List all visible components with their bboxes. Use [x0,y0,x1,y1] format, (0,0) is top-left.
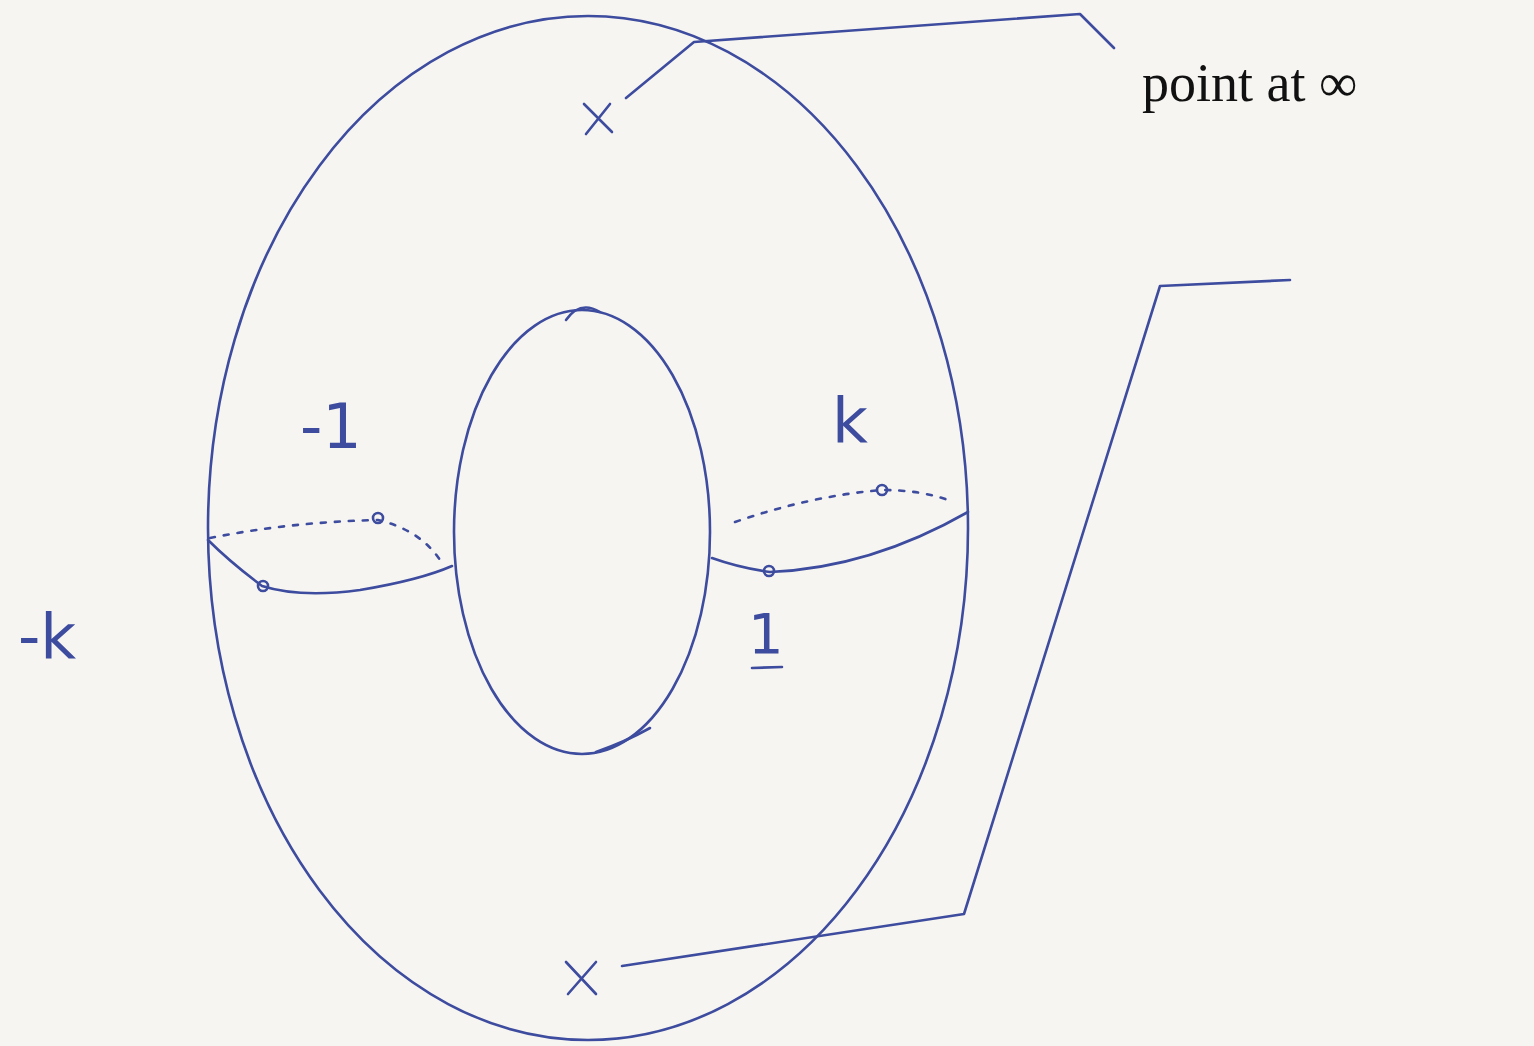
hole-arrow [596,728,650,752]
callout-label: point at ∞ [1142,56,1357,110]
point-dot [877,485,887,495]
torus-hole [454,310,710,754]
meridian-back [735,490,948,522]
torus-outer [208,16,968,1040]
point-dot [258,581,268,591]
label-underline [752,667,782,668]
point-label: k [832,390,868,452]
point-dot [373,513,383,523]
meridian-back [210,520,440,560]
point-label: 1 [748,606,784,662]
hole-arrow [566,308,600,321]
point-cross [566,962,596,994]
point-label: -k [18,606,76,668]
meridian-front [712,512,968,572]
leader-line [622,280,1290,966]
point-dot [764,566,774,576]
point-cross [584,104,612,134]
meridian-front [208,540,452,593]
leader-line [626,14,1114,98]
point-label: -1 [300,396,362,458]
